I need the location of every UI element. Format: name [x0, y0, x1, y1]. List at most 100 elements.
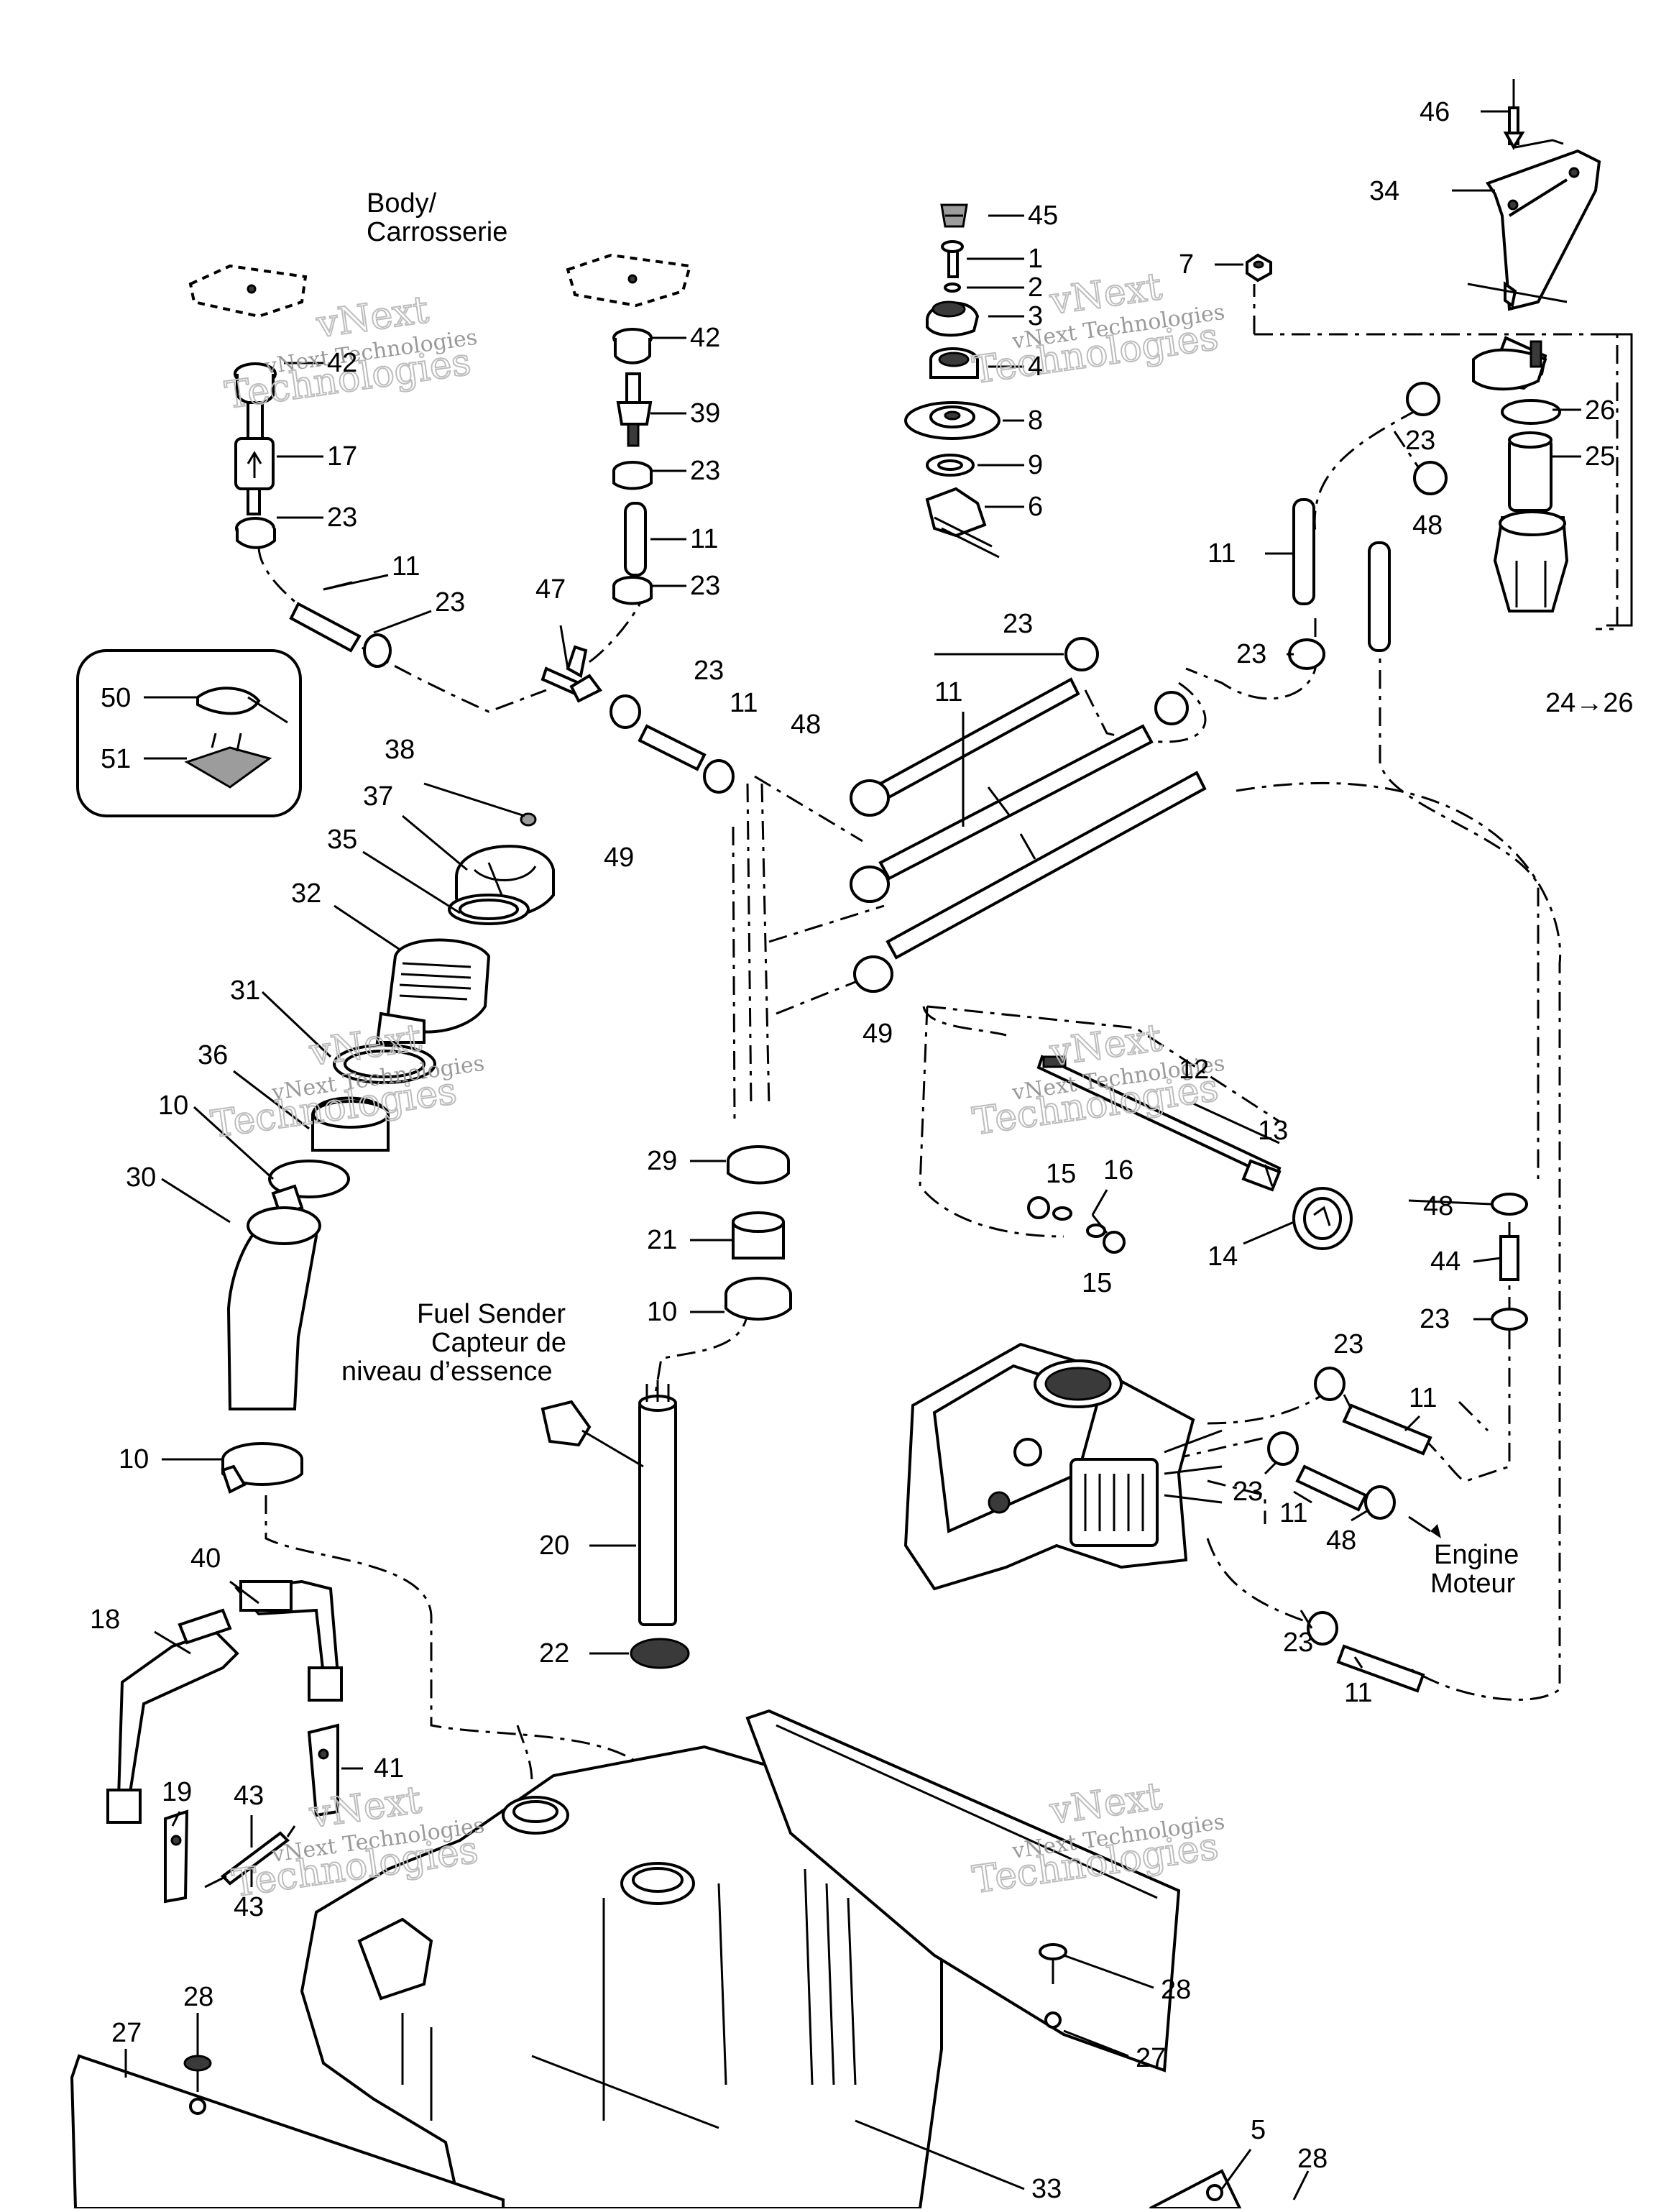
callout: 28 [183, 1982, 213, 2012]
callout: 10 [158, 1091, 188, 1121]
callout: 23 [1003, 609, 1033, 639]
callout: 17 [327, 441, 357, 472]
callout: 48 [1412, 510, 1443, 541]
callout: 44 [1430, 1247, 1460, 1277]
callout: 23 [1405, 426, 1435, 456]
label-niveau-essence: niveau d’essence [341, 1357, 553, 1387]
callout-numbers: 46 34 45 1 2 3 7 4 8 9 6 26 25 23 48 11 … [90, 97, 1615, 2204]
callout: 23 [690, 456, 720, 486]
callout: 9 [1028, 450, 1043, 480]
callout: 2 [1028, 272, 1043, 303]
callout: 47 [535, 574, 566, 605]
callout: 36 [198, 1040, 228, 1070]
callout: 29 [647, 1146, 677, 1176]
callout: 3 [1028, 301, 1043, 331]
callout: 23 [1233, 1477, 1263, 1507]
callout: 42 [327, 348, 357, 378]
leader-lines [124, 110, 1581, 2200]
callout: 42 [690, 323, 720, 353]
long-fuel-hoses [850, 677, 1207, 993]
callout: 46 [1420, 97, 1450, 127]
callout: 33 [1031, 2174, 1062, 2204]
callout: 28 [1297, 2144, 1328, 2174]
callout: 14 [1208, 1242, 1238, 1272]
callout: 41 [374, 1753, 404, 1784]
callout: 16 [1103, 1155, 1133, 1185]
callout: 49 [862, 1019, 893, 1049]
choke-cable [922, 1006, 1353, 1254]
fuel-tank [300, 1745, 943, 2210]
label-fuel-sender: Fuel Sender [417, 1299, 566, 1329]
callout: 25 [1585, 441, 1615, 472]
callout: 31 [230, 976, 260, 1006]
vent-line-left-parts [234, 362, 277, 549]
left-hoses [289, 602, 735, 794]
callout: 19 [162, 1777, 192, 1807]
callout: 5 [1251, 2115, 1266, 2145]
tank-guard-panels [70, 1709, 1243, 2210]
strap-fasteners [164, 1723, 339, 1904]
center-valve-stack [904, 203, 1000, 559]
label-engine: Engine [1434, 1540, 1519, 1570]
callout: 10 [647, 1297, 677, 1327]
callout: 48 [1423, 1191, 1453, 1221]
label-moteur: Moteur [1430, 1569, 1516, 1599]
cable-tie-icon [196, 687, 261, 715]
callout: 8 [1028, 405, 1043, 436]
callout: 32 [291, 878, 321, 909]
callout: 27 [111, 2018, 142, 2048]
label-range-24-26: 24→26 [1545, 688, 1634, 718]
fuel-sender [540, 1380, 690, 1669]
callout: 23 [435, 587, 465, 618]
callout: 11 [1344, 1678, 1372, 1708]
callout: 27 [1136, 2043, 1166, 2073]
callout: 11 [730, 688, 758, 718]
carburetor-assembly [903, 1342, 1223, 1591]
callout: 20 [539, 1530, 569, 1561]
callout: 22 [539, 1638, 569, 1669]
filler-hose-30 [221, 1206, 321, 1494]
callout: 39 [690, 398, 720, 428]
body-mounting-pads [188, 253, 692, 318]
hose-routing-lines [251, 279, 1619, 1869]
callout: 43 [234, 1892, 264, 1922]
callout: 11 [1409, 1383, 1437, 1413]
callout: 23 [1333, 1329, 1363, 1359]
callout: 7 [1179, 249, 1194, 280]
callout: 48 [1326, 1525, 1356, 1556]
callout: 48 [791, 710, 821, 740]
hose-clip-icon [184, 746, 272, 789]
label-body: Body/ [367, 188, 437, 219]
callout: 37 [363, 781, 393, 812]
callout: 6 [1028, 492, 1043, 522]
callout: 28 [1161, 1975, 1191, 2005]
callout: 10 [119, 1444, 149, 1474]
callout: 11 [690, 524, 718, 554]
callout: 15 [1046, 1159, 1076, 1189]
callout: 40 [190, 1543, 221, 1574]
callout: 23 [690, 571, 720, 601]
callout: 23 [1420, 1304, 1450, 1334]
callout: 1 [1028, 244, 1043, 274]
callout: 30 [126, 1162, 156, 1193]
callout: 21 [647, 1225, 677, 1255]
callout: 43 [234, 1781, 264, 1811]
callout: 11 [392, 551, 420, 582]
callout: 11 [1208, 538, 1236, 569]
fuel-filter-assembly [1472, 333, 1633, 627]
callout: 51 [101, 744, 131, 774]
callout: 23 [1283, 1628, 1313, 1658]
callout: 26 [1585, 395, 1615, 426]
text-labels: Body/ Carrosserie Fuel Sender Capteur de… [341, 188, 1634, 1599]
callout: 50 [101, 683, 131, 713]
callout: 15 [1082, 1268, 1112, 1298]
tank-straps [106, 1579, 343, 1824]
callout: 23 [694, 656, 724, 686]
callout: 34 [1369, 176, 1399, 206]
callout: 23 [327, 502, 357, 533]
callout: 35 [327, 825, 357, 855]
pump-bracket [1246, 79, 1601, 311]
sender-clamps [724, 1145, 792, 1321]
